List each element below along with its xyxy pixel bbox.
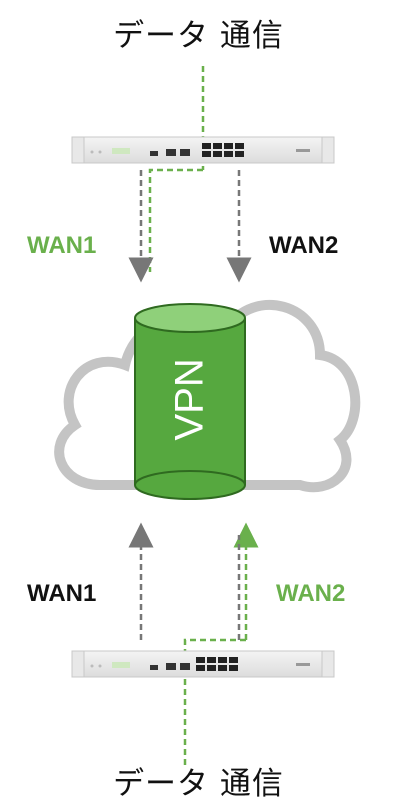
bottom-data-path: [183, 638, 246, 765]
top-wan1-active-path: [148, 168, 203, 272]
vpn-label: VPN: [167, 358, 212, 441]
vpn-cylinder: [134, 303, 246, 500]
top-wan1-label: WAN1: [27, 232, 97, 259]
bottom-title: データ 通信: [113, 766, 284, 802]
bottom-router: [71, 650, 335, 678]
top-router: [71, 136, 335, 164]
bottom-wan2-label: WAN2: [276, 580, 346, 607]
bottom-wan1-label: WAN1: [27, 580, 97, 607]
top-title: データ 通信: [113, 18, 284, 54]
top-wan2-label: WAN2: [269, 232, 339, 259]
